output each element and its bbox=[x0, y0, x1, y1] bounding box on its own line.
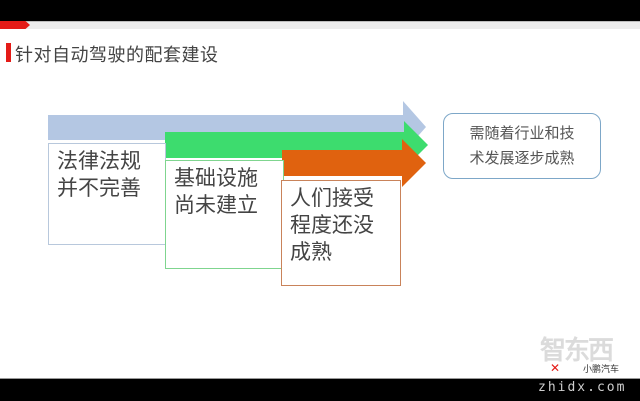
brand-name: 小鹏汽车 bbox=[583, 365, 620, 375]
stage-box-laws: 法律法规 并不完善 bbox=[48, 143, 166, 245]
brand-logo-icon: ✕ bbox=[550, 361, 561, 375]
bottom-black-bar bbox=[0, 378, 640, 401]
orange-arrow bbox=[282, 139, 426, 187]
watermark-logo: 智东西 bbox=[540, 336, 614, 366]
stage-box-infrastructure: 基础设施 尚未建立 bbox=[165, 160, 284, 269]
stage-text-line: 并不完善 bbox=[57, 176, 141, 200]
conclusion-text-line: 术发展逐步成熟 bbox=[469, 149, 575, 167]
conclusion-text-line: 需随着行业和技 bbox=[469, 124, 575, 142]
stage-text-line: 法律法规 bbox=[57, 149, 141, 173]
top-black-bar bbox=[0, 0, 640, 21]
conclusion-box: 需随着行业和技 术发展逐步成熟 bbox=[443, 113, 601, 179]
slide-header-strip bbox=[0, 21, 640, 29]
stage-box-acceptance: 人们接受 程度还没 成熟 bbox=[281, 180, 401, 286]
red-header-tab bbox=[0, 21, 30, 29]
stage-text-line: 人们接受 bbox=[290, 186, 374, 210]
stage-text-line: 尚未建立 bbox=[174, 193, 258, 217]
stage-text-line: 基础设施 bbox=[174, 166, 258, 190]
slide-title: 针对自动驾驶的配套建设 bbox=[15, 45, 219, 66]
watermark-url: zhidx.com bbox=[538, 380, 627, 395]
stage-text-line: 成熟 bbox=[290, 240, 332, 264]
stage-text-line: 程度还没 bbox=[290, 213, 374, 237]
title-accent-bar bbox=[6, 43, 11, 62]
